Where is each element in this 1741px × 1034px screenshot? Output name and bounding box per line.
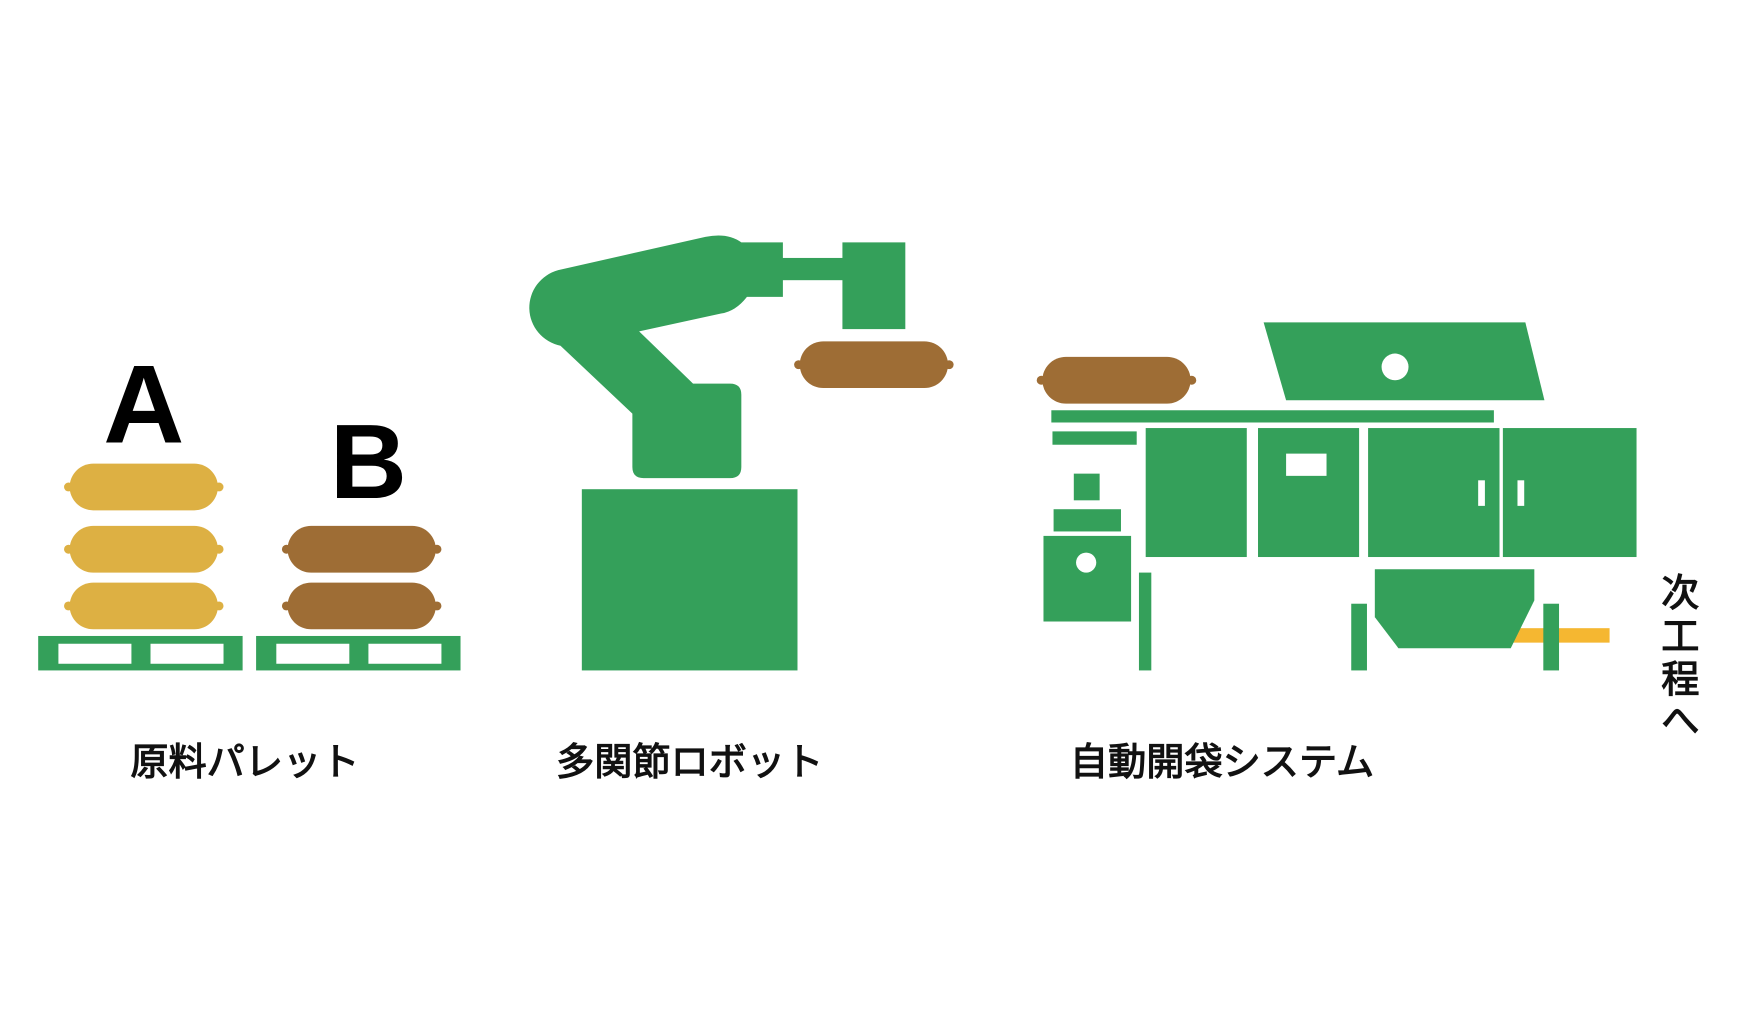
system-caption: 自動開袋システム [1070, 740, 1374, 784]
bag-brown [281, 582, 442, 630]
bag-yellow [64, 525, 224, 573]
outlet-conveyor [1510, 628, 1610, 643]
hopper [1374, 569, 1535, 649]
svg-text:工: 工 [1661, 614, 1699, 658]
next-process-label: 次 工 程 へ [1661, 571, 1699, 743]
svg-text:へ: へ [1661, 699, 1699, 743]
robot-arm [529, 235, 783, 479]
svg-text:程: 程 [1661, 658, 1699, 702]
bag-brown [1036, 356, 1197, 404]
robot-caption: 多関節ロボット [556, 740, 823, 784]
svg-text:次: 次 [1661, 571, 1699, 615]
bag-yellow [64, 463, 224, 511]
bag-opening-system [1036, 322, 1637, 671]
pallet-a: A [38, 342, 243, 671]
pallet-a-label: A [103, 342, 184, 466]
bag-yellow [64, 582, 224, 630]
pallet-b: B [256, 404, 461, 671]
robot-gripper [842, 242, 906, 330]
pallet-caption: 原料パレット [130, 740, 359, 784]
articulated-robot [529, 235, 954, 671]
pallet-b-label: B [330, 404, 407, 521]
robot-base [581, 489, 798, 671]
bag-brown [794, 341, 954, 389]
bag-brown [281, 525, 442, 573]
